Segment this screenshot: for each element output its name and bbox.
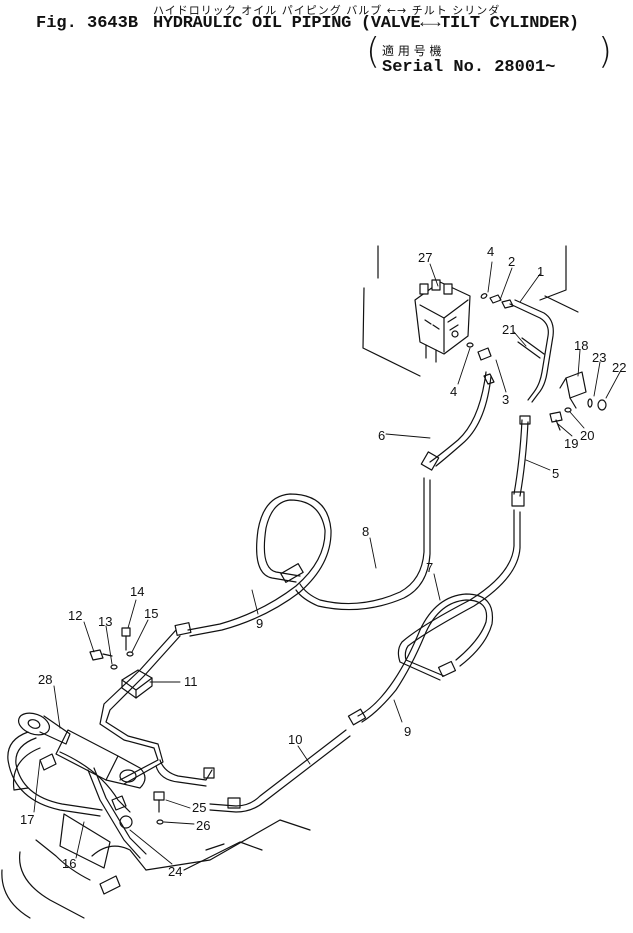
callout-13: 13	[98, 614, 112, 629]
callout-25: 25	[192, 800, 206, 815]
callout-7: 7	[426, 560, 433, 575]
callout-21: 21	[502, 322, 516, 337]
diagram-title: HYDRAULIC OIL PIPING (VALVE←→TILT CYLIND…	[153, 14, 579, 33]
valve-fittings	[466, 293, 514, 385]
callout-9-right: 9	[404, 724, 411, 739]
callout-28: 28	[38, 672, 52, 687]
japanese-title: ハイドロリック オイル パイピング バルブ ←→ チルト シリンダ	[153, 4, 501, 17]
callout-5: 5	[552, 466, 559, 481]
bolt-25	[153, 791, 165, 813]
pipe-8	[295, 477, 431, 611]
callout-27: 27	[418, 250, 432, 265]
figure-number: Fig. 3643B	[36, 14, 139, 33]
serial-number-label: Serial No. 28001~	[382, 58, 556, 77]
hose-9-upper-fitting	[174, 622, 192, 636]
callout-6: 6	[378, 428, 385, 443]
callout-26: 26	[196, 818, 210, 833]
pipe-1-end-fitting	[519, 415, 531, 425]
tilt-cylinder-28	[17, 712, 146, 789]
callout-8: 8	[362, 524, 369, 539]
callout-4-lower: 4	[450, 384, 457, 399]
serial-applicability-box: ( 適 用 号 機 Serial No. 28001~ )	[366, 34, 612, 80]
callout-9-left: 9	[256, 616, 263, 631]
callout-1: 1	[537, 264, 544, 279]
pipe-block-to-cylinder-2	[155, 759, 213, 787]
callout-10: 10	[288, 732, 302, 747]
clamp-24	[119, 815, 133, 829]
hose-6-fitting	[420, 451, 440, 471]
callout-20: 20	[580, 428, 594, 443]
bolt-12	[89, 649, 113, 661]
right-paren-bracket: )	[597, 31, 612, 72]
callout-4-upper: 4	[487, 244, 494, 259]
callout-24: 24	[168, 864, 182, 879]
hose-5	[513, 419, 529, 497]
callout-labels: 1 2 3 4 4 5 6 7 8 9 9 10 11 12 13 14 15 …	[20, 244, 626, 879]
callout-3: 3	[502, 392, 509, 407]
nut-22	[597, 399, 607, 411]
callout-18: 18	[574, 338, 588, 353]
callout-15: 15	[144, 606, 158, 621]
pipe-block-11	[121, 669, 153, 699]
callout-12: 12	[68, 608, 82, 623]
washer-20	[564, 407, 572, 413]
washer-13	[110, 664, 118, 670]
callout-17: 17	[20, 812, 34, 827]
pipe-7-fitting	[437, 660, 457, 678]
bracket-18	[559, 371, 587, 409]
callout-22: 22	[612, 360, 626, 375]
control-valve-27	[414, 279, 471, 363]
hose-16	[7, 731, 103, 817]
callout-16: 16	[62, 856, 76, 871]
serial-label-japanese: 適 用 号 機	[382, 44, 442, 58]
callout-leader-lines	[33, 261, 621, 865]
hose-6	[429, 371, 492, 467]
hose-9-lower-fitting	[347, 708, 367, 726]
callout-11: 11	[184, 674, 198, 689]
pipe-block-to-cylinder	[99, 629, 181, 785]
hose-9-lower	[357, 593, 494, 723]
truck-body-outline	[1, 813, 311, 919]
fitting-17	[39, 753, 57, 771]
callout-14: 14	[130, 584, 144, 599]
rod-21	[517, 337, 545, 359]
washer-23	[587, 398, 593, 408]
hose-5-fitting	[511, 491, 525, 507]
callout-23: 23	[592, 350, 606, 365]
pipe-24	[87, 767, 147, 859]
callout-2: 2	[508, 254, 515, 269]
callout-19: 19	[564, 436, 578, 451]
bolt-14	[121, 627, 131, 651]
pipe-8-fitting	[280, 563, 304, 583]
fitting-24	[111, 795, 127, 811]
pipe-end-fitting	[203, 767, 215, 779]
washer-26	[156, 819, 164, 825]
pipe-10	[209, 729, 351, 813]
hose-9-upper	[187, 493, 332, 637]
bolt-19	[549, 411, 563, 431]
pipe-10-fitting	[227, 797, 241, 809]
left-paren-bracket: (	[366, 31, 381, 72]
valve-mounting-frame	[362, 245, 579, 377]
washer-15	[126, 651, 134, 657]
pipe-1	[509, 299, 554, 403]
